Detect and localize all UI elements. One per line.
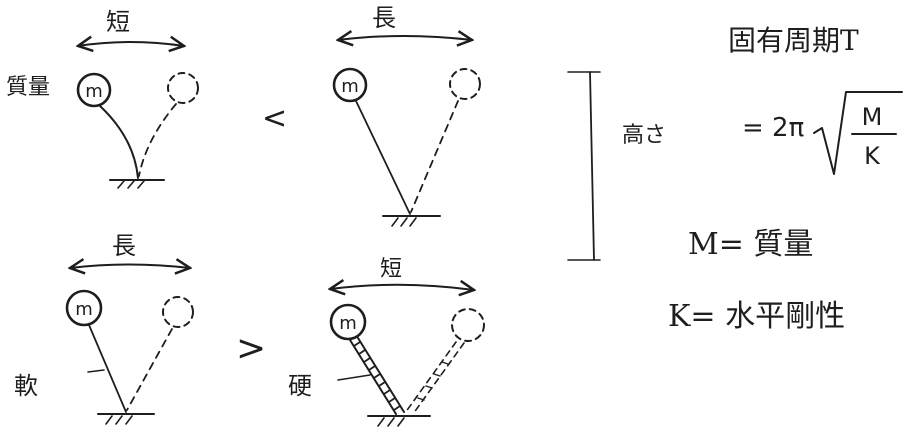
panel-bottom-left: 長 m 軟	[14, 232, 194, 425]
span-label: 短	[380, 257, 402, 282]
mass-circle	[332, 67, 368, 103]
displaced-mass-circle	[162, 296, 194, 328]
displaced-column	[126, 328, 173, 411]
formula-numerator: M	[862, 103, 883, 131]
displaced-column	[410, 100, 459, 213]
height-label: 高さ	[622, 123, 666, 148]
ground-hatch	[377, 417, 405, 427]
spring-column	[99, 105, 139, 179]
ground-hatch	[117, 180, 145, 189]
mass-circle	[329, 303, 367, 341]
formula-area: 固有周期T = 2π M K M= 質量 K= 水平剛性	[668, 24, 903, 334]
displaced-mass-circle	[451, 308, 485, 342]
displaced-mass-circle	[449, 68, 481, 100]
span-label: 短	[106, 8, 130, 36]
span-label: 長	[112, 232, 136, 260]
stiff-column-hatch	[353, 341, 401, 411]
span-label: 長	[372, 4, 396, 32]
mass-symbol: m	[85, 81, 103, 102]
span-arrow	[70, 265, 190, 269]
formula-lhs: = 2π	[742, 113, 804, 143]
height-indicator: 高さ	[567, 71, 666, 261]
leader-line	[87, 369, 105, 373]
displaced-column-hatch	[417, 361, 449, 401]
panel-top-right: 長 m	[332, 4, 481, 227]
span-arrow	[330, 285, 474, 290]
formula-title: 固有周期T	[728, 24, 859, 57]
panel-top-left: 短 質量 m	[6, 8, 199, 189]
mass-circle	[76, 72, 112, 108]
displaced-mass-circle	[167, 72, 199, 104]
stiffness-label-soft: 軟	[14, 372, 38, 400]
sqrt-sign	[813, 91, 903, 175]
legend-stiffness: K= 水平剛性	[668, 299, 845, 334]
ground-hatch	[391, 217, 417, 227]
column	[88, 324, 127, 413]
span-arrow	[338, 36, 472, 40]
stiffness-label-hard: 硬	[288, 372, 312, 400]
mass-circle	[65, 289, 103, 327]
mass-label: 質量	[6, 75, 50, 100]
comparison-less-than: <	[262, 101, 287, 136]
leader-line	[337, 374, 371, 381]
panel-bottom-right: 短 m 硬	[288, 257, 485, 427]
column	[355, 100, 411, 215]
ground-hatch	[105, 415, 133, 425]
span-arrow	[78, 42, 184, 46]
mass-symbol: m	[75, 299, 93, 320]
displaced-column	[138, 103, 177, 177]
mass-symbol: m	[339, 313, 357, 334]
comparison-greater-than: >	[236, 328, 266, 369]
formula-denominator: K	[864, 142, 881, 170]
mass-symbol: m	[341, 76, 359, 97]
legend-mass: M= 質量	[688, 227, 813, 262]
